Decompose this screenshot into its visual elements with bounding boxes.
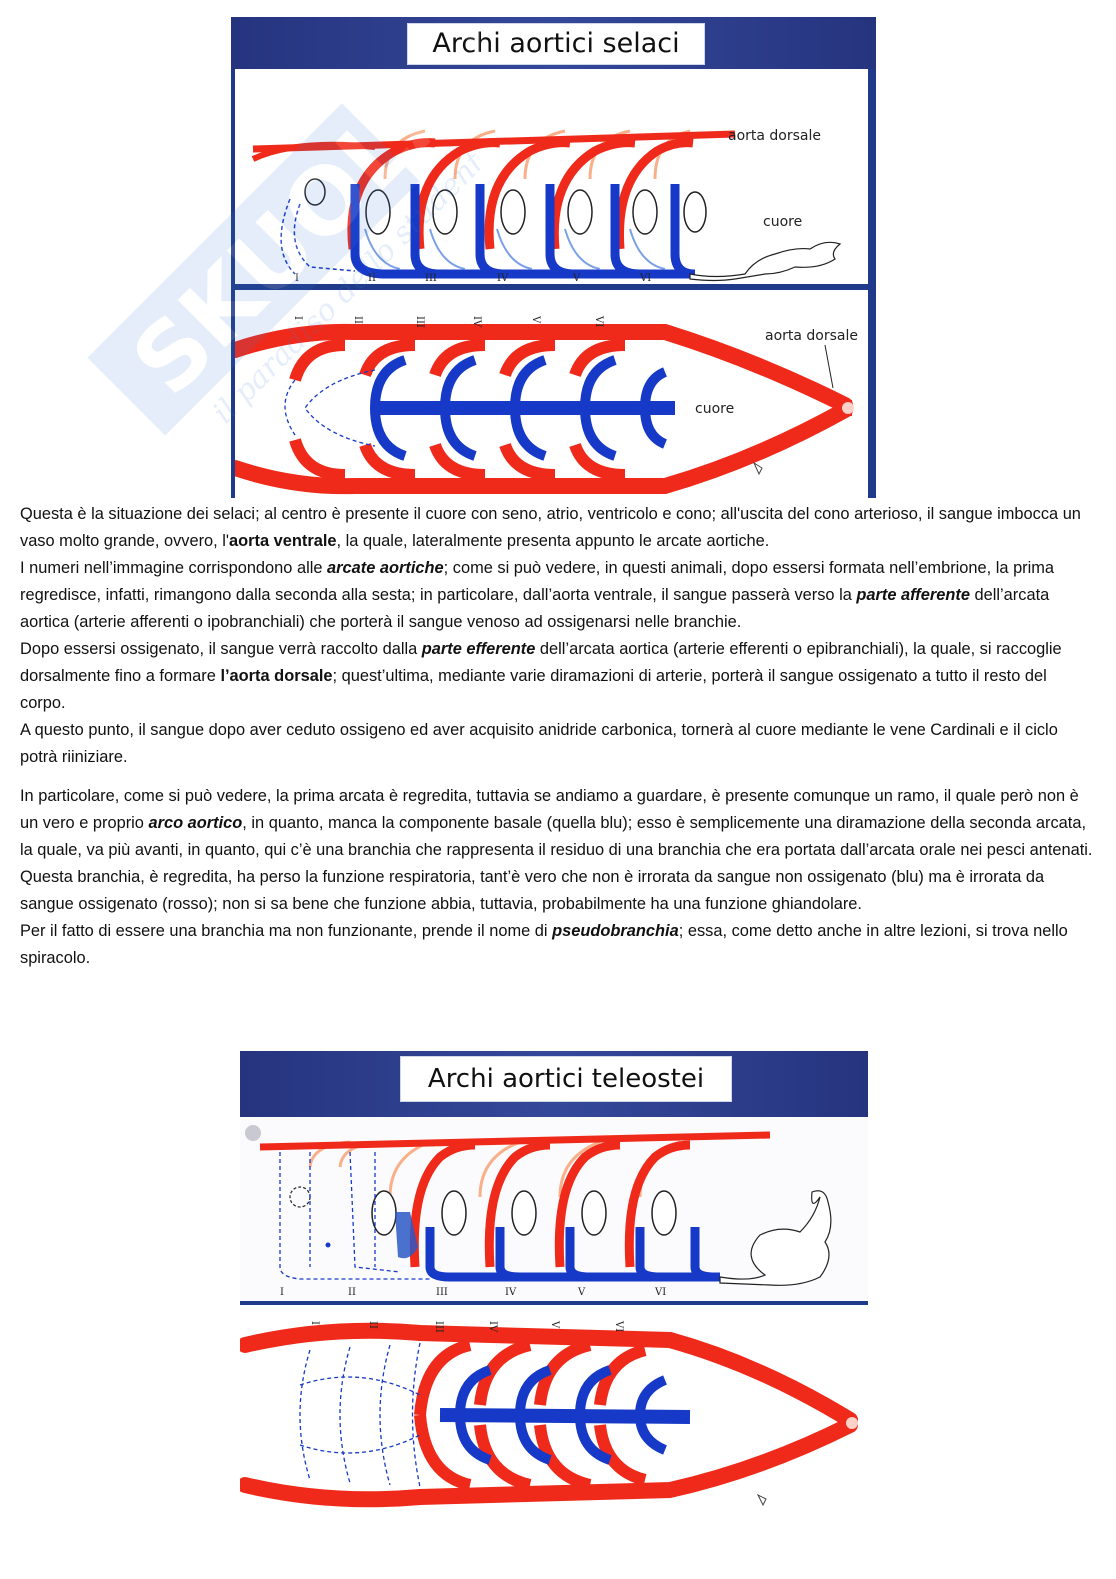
heart-outline <box>719 1190 832 1286</box>
svg-text:I: I <box>309 1321 320 1325</box>
svg-text:V: V <box>549 1320 560 1329</box>
numerals-ventral: I II III IV V VI <box>292 315 604 328</box>
svg-text:II: II <box>352 316 363 324</box>
lateral-view-panel: aorta dorsale cuore I II III IV V VI <box>235 69 868 284</box>
ventral-view-panel: aorta dorsale cuore I II III IV V VI <box>235 290 868 498</box>
numeral: III <box>436 1287 448 1298</box>
lateral-view-diagram: I II III IV V VI <box>245 1125 832 1298</box>
regressed-arches-dashed <box>284 369 376 447</box>
paragraph: I numeri nell’immagine corrispondono all… <box>20 559 1055 631</box>
ventral-view-diagram: aorta dorsale cuore I II III IV V VI <box>235 315 858 495</box>
red-arches-ventral <box>289 339 626 481</box>
afferent-blue-arches <box>425 1227 720 1282</box>
numeral: II <box>368 273 376 284</box>
svg-text:IV: IV <box>487 1321 498 1333</box>
numeral: II <box>348 1287 356 1298</box>
svg-text:III: III <box>433 1321 444 1333</box>
article-body: Questa è la situazione dei selaci; al ce… <box>20 501 1096 972</box>
regressed-arch-dashed <box>293 203 356 272</box>
lateral-view-panel: I II III IV V VI <box>240 1117 868 1301</box>
blue-arches-ventral <box>370 355 668 461</box>
gill-slits <box>304 178 707 235</box>
svg-text:III: III <box>414 316 425 328</box>
gill-slits <box>371 1190 677 1236</box>
paragraph: Questa branchia, è regredita, ha perso l… <box>20 868 1045 913</box>
label-cuore-ventral: cuore <box>695 401 734 417</box>
figure-title: Archi aortici selaci <box>407 23 705 65</box>
figure-title: Archi aortici teleostei <box>400 1056 732 1102</box>
label-aorta-dorsale: aorta dorsale <box>728 128 821 144</box>
anterior-red-vessel <box>251 141 376 162</box>
numeral: III <box>425 273 437 284</box>
spot <box>245 1125 261 1141</box>
cursor-icon <box>752 461 763 476</box>
numeral: V <box>572 273 581 284</box>
numeral: I <box>295 273 299 284</box>
red-arches-ventral <box>414 1339 647 1491</box>
afferent-blue-arches <box>350 184 696 279</box>
regressed-arches-dashed <box>299 1342 421 1488</box>
svg-text:VI: VI <box>593 315 604 327</box>
numerals-ventral: I II III IV V VI <box>309 1320 624 1333</box>
numeral: I <box>280 1287 284 1298</box>
aorta-dorsale-vessel <box>259 1131 771 1151</box>
lateral-view-diagram: aorta dorsale cuore I II III IV V VI <box>251 128 842 284</box>
svg-text:II: II <box>367 1321 378 1329</box>
panel-divider <box>240 1301 868 1305</box>
label-cuore: cuore <box>763 214 802 230</box>
svg-text:V: V <box>530 315 541 324</box>
pseudobranch <box>395 1212 418 1259</box>
svg-text:IV: IV <box>471 316 482 328</box>
efferent-red-arches <box>409 1140 691 1268</box>
pointer-line <box>824 344 834 389</box>
numeral: VI <box>654 1287 666 1298</box>
blue-arches-ventral <box>455 1365 668 1465</box>
paragraph: Questa è la situazione dei selaci; al ce… <box>20 505 1081 550</box>
paragraph: In particolare, come si può vedere, la p… <box>20 787 1093 859</box>
svg-text:VI: VI <box>613 1320 624 1332</box>
numeral: IV <box>505 1287 517 1298</box>
regressed-arches-dashed <box>279 1151 430 1280</box>
figure-selaci: Archi aortici selaci <box>231 17 876 498</box>
aorta-ventrale-blue <box>439 1408 691 1424</box>
cursor-icon <box>756 1493 767 1507</box>
figure-teleostei: Archi aortici teleostei <box>240 1051 868 1509</box>
aortic-outline-red <box>235 323 853 495</box>
ventral-view-panel: I II III IV V VI <box>240 1305 868 1509</box>
afferent-light-vessels <box>364 228 666 270</box>
paragraph: Per il fatto di essere una branchia ma n… <box>20 922 1068 967</box>
aortic-outline-red <box>240 1322 858 1508</box>
numeral: V <box>577 1287 586 1298</box>
numeral: IV <box>497 273 509 284</box>
label-aorta-dorsale-ventral: aorta dorsale <box>765 328 858 344</box>
paragraph: A questo punto, il sangue dopo aver cedu… <box>20 721 1058 766</box>
heart-outline <box>689 241 842 282</box>
paragraph: Dopo essersi ossigenato, il sangue verrà… <box>20 640 1062 712</box>
svg-text:I: I <box>292 316 303 320</box>
ventral-view-diagram: I II III IV V VI <box>240 1320 858 1508</box>
numeral: VI <box>639 273 651 284</box>
